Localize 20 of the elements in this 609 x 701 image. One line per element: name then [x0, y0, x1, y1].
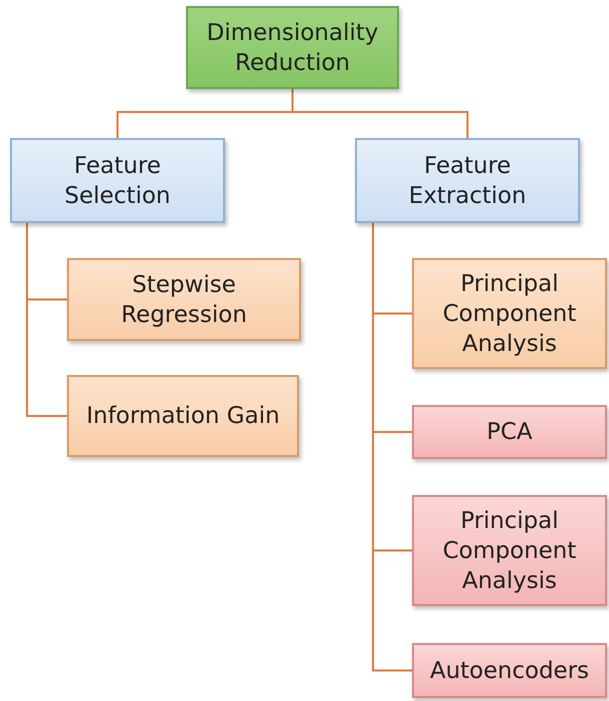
process-box [412, 495, 607, 606]
process-box [67, 258, 301, 341]
process-box [412, 258, 607, 369]
box-label: Stepwise Regression [120, 270, 248, 330]
box-label: Dimensionality Reduction [206, 18, 380, 78]
process-box [355, 138, 580, 223]
box-label: PCA [486, 418, 532, 447]
box-label: Autoencoders [430, 656, 590, 686]
process-box [186, 6, 399, 89]
connector-line [26, 223, 67, 417]
box-label: Feature Extraction [408, 152, 528, 210]
box-label: Principal Component Analysis [442, 506, 578, 596]
process-box [10, 138, 225, 223]
process-box [67, 375, 299, 457]
process-box [412, 643, 607, 698]
box-label: Principal Component Analysis [442, 270, 578, 358]
box-label: Feature Selection [64, 152, 172, 210]
connector-line [292, 89, 468, 138]
process-box [412, 405, 607, 459]
box-label: Information Gain [86, 402, 280, 431]
